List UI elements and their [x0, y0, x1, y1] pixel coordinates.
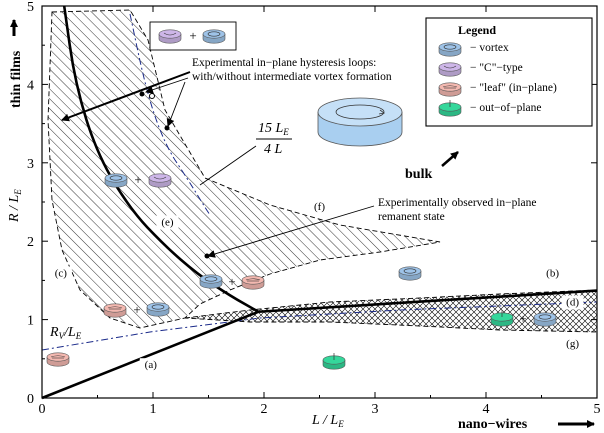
region-label-bg	[541, 266, 564, 281]
region-label-bg	[561, 337, 584, 352]
vortex-icon	[398, 266, 422, 281]
legend-icon	[438, 62, 462, 77]
y-tick-label: 5	[27, 0, 34, 15]
c-type-icon	[148, 173, 172, 188]
y-axis-label: R / LE	[7, 189, 23, 223]
hysteresis-point-open	[149, 93, 155, 99]
legend-icon	[438, 42, 462, 57]
legend-title: Legend	[458, 23, 496, 37]
legend-entry-label: − out−of−plane	[470, 102, 542, 114]
region-label: (a)	[145, 359, 158, 371]
y-tick-label: 1	[27, 314, 34, 329]
plus-sign: +	[133, 302, 140, 317]
out-of-plane-icon	[490, 310, 514, 327]
legend-entry-label: − "C"−type	[470, 62, 523, 74]
remanent-annotation-line1: Experimentally observed in−plane	[378, 197, 537, 209]
formula-leader	[199, 145, 257, 186]
region-label: (b)	[546, 267, 559, 279]
x-tick-label: 2	[261, 402, 268, 417]
remanent-point	[204, 253, 210, 259]
region-label-bg	[156, 215, 179, 230]
region-label: (e)	[161, 217, 174, 229]
hysteresis-arrow-2	[145, 77, 189, 94]
c-type-icon	[158, 29, 182, 44]
region-label-bg	[139, 358, 162, 373]
legend-icon	[438, 100, 462, 117]
bulk-label: bulk	[405, 167, 432, 182]
region-label: (c)	[55, 267, 68, 279]
y-tick-label: 0	[27, 392, 34, 407]
region-label: (d)	[566, 296, 579, 308]
x-tick-label: 4	[483, 402, 490, 417]
rv-curve	[41, 301, 598, 351]
y-tick-label: 2	[27, 235, 34, 250]
thin-films-label: thin films	[9, 50, 24, 108]
region-label-bg	[308, 199, 331, 214]
vortex-icon	[202, 29, 226, 44]
legend-entry-label: − "leaf" (in−plane)	[470, 82, 557, 94]
remanent-arrow	[207, 205, 375, 258]
legend-icon	[438, 82, 462, 97]
svg-text:4 L: 4 L	[264, 142, 283, 157]
leaf-icon	[46, 352, 70, 367]
plus-sign: +	[228, 274, 235, 289]
y-tick-label: 3	[27, 157, 34, 172]
vortex-icon	[146, 302, 170, 317]
hysteresis-point-filled-2	[164, 125, 170, 131]
x-tick-label: 3	[372, 402, 379, 417]
svg-text:15 LE: 15 LE	[258, 121, 289, 137]
hysteresis-arrow-3	[166, 81, 186, 127]
nanowire-boundary	[258, 289, 598, 314]
bulk-arrow	[441, 151, 459, 167]
x-tick-label: 1	[150, 402, 157, 417]
plus-sign: +	[134, 172, 141, 187]
hysteresis-arrow-1	[61, 71, 191, 122]
nano-wires-label: nano−wires	[458, 417, 528, 432]
y-tick-label: 4	[27, 78, 34, 93]
x-axis-label: L / LE	[311, 413, 344, 429]
hysteresis-annotation-line1: Experimental in−plane hysteresis loops:	[192, 57, 376, 69]
out-of-plane-icon	[322, 353, 346, 370]
hysteresis-point-filled-1	[139, 91, 145, 97]
formula-label: 15 LE 4 L	[256, 121, 292, 157]
plus-sign: +	[519, 311, 526, 326]
region-label-bg	[49, 266, 72, 281]
region-label: (g)	[566, 338, 579, 350]
formula-curve	[129, 13, 211, 216]
plus-sign: +	[189, 28, 196, 43]
lower-boundary	[41, 310, 259, 400]
region-label: (f)	[314, 201, 325, 213]
hysteresis-annotation-line2: with/without intermediate vortex formati…	[192, 71, 392, 83]
leaf-icon	[103, 303, 127, 318]
bulk-disk-icon	[317, 97, 403, 147]
vortex-icon	[199, 274, 223, 289]
x-tick-label: 0	[39, 402, 46, 417]
x-tick-label: 5	[594, 402, 601, 417]
vortex-icon	[104, 173, 128, 188]
legend-entry-label: − vortex	[470, 42, 509, 54]
rv-label: RV/LE	[49, 325, 82, 341]
leaf-icon	[241, 275, 265, 290]
vortex-icon	[533, 312, 557, 327]
remanent-annotation-line2: remanent state	[378, 211, 445, 223]
region-label-bg	[561, 295, 584, 310]
